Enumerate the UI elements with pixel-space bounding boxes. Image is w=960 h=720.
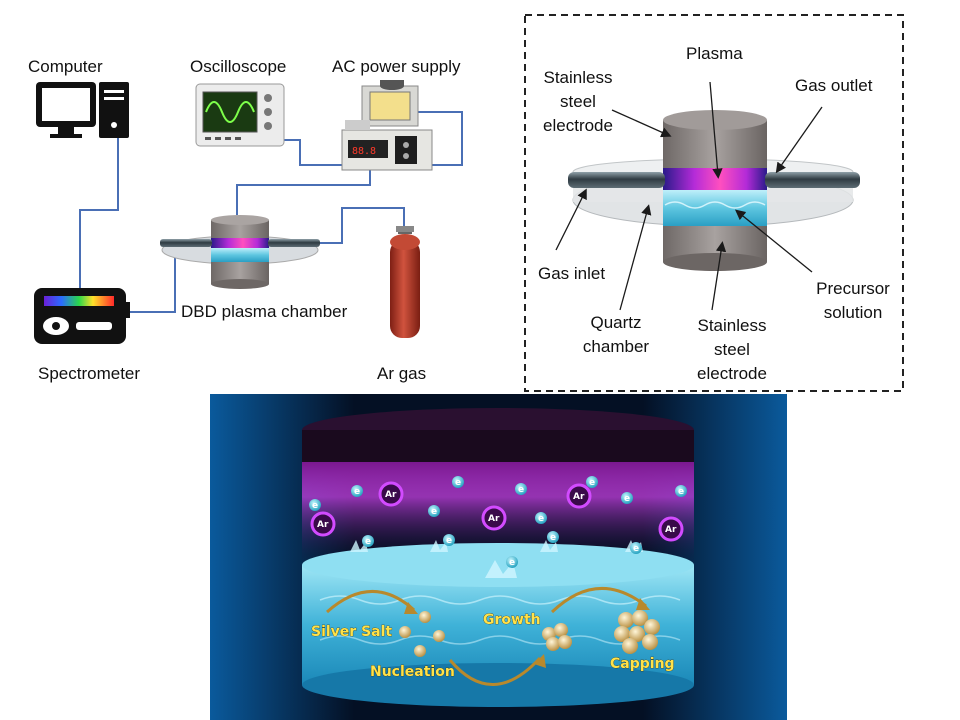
svg-text:88.8: 88.8	[352, 146, 376, 157]
ac-power-supply-label: AC power supply	[332, 57, 461, 76]
e-label-2: e	[354, 487, 360, 497]
e-label-5: e	[518, 485, 524, 495]
gas-inlet-label: Gas inlet	[538, 264, 606, 283]
e-label-9: e	[678, 487, 684, 497]
stainless-top-line-3: electrode	[543, 116, 613, 135]
detail-frame	[524, 14, 904, 392]
stainless-top-line-2: steel	[560, 92, 596, 111]
ar-gas-label: Ar gas	[377, 364, 427, 383]
computer-icon	[36, 82, 129, 138]
spectrometer-label: Spectrometer	[38, 364, 141, 383]
oscilloscope-icon	[195, 83, 285, 147]
e-label-8: e	[624, 494, 630, 504]
arrow-salt-to-nucleation	[326, 590, 416, 614]
electron-labels: e e e e e e e e e e e e e e	[312, 478, 684, 568]
dbd-plasma-chamber-icon	[160, 215, 320, 289]
e-label-11: e	[446, 536, 452, 546]
spectrometer-icon	[34, 288, 130, 344]
ar-label-5: Ar	[665, 525, 677, 535]
step-capping: Capping	[610, 656, 675, 672]
quartz-line-1: Quartz	[590, 313, 642, 332]
wires	[79, 111, 463, 313]
ion-labels: Ar Ar Ar Ar Ar	[317, 490, 677, 535]
stainless-bottom-line-3: electrode	[697, 364, 767, 383]
stainless-bottom-line-1: Stainless	[697, 316, 767, 335]
ar-gas-cylinder-icon	[390, 226, 420, 338]
mechanism-illustration	[210, 394, 787, 720]
e-label-3: e	[312, 501, 318, 511]
quartz-label: Quartz chamber	[578, 311, 654, 359]
e-label-10: e	[365, 537, 371, 547]
gas-outlet-label: Gas outlet	[795, 76, 873, 95]
ar-label-2: Ar	[317, 520, 329, 530]
stainless-top-line-1: Stainless	[543, 68, 613, 87]
step-silver-salt: Silver Salt	[311, 624, 392, 640]
precursor-label: Precursor solution	[808, 277, 898, 325]
e-label-12: e	[550, 533, 556, 543]
ac-power-supply-icon: 88.8	[341, 80, 433, 171]
e-label-7: e	[589, 478, 595, 488]
arrow-nucleation-to-growth	[448, 656, 542, 686]
ar-label-1: Ar	[385, 490, 397, 500]
e-label-4: e	[431, 507, 437, 517]
step-nucleation: Nucleation	[370, 664, 455, 680]
e-label-13: e	[633, 544, 639, 554]
oscilloscope-label: Oscilloscope	[190, 57, 287, 76]
arrow-growth-to-capping	[550, 586, 647, 614]
precursor-line-1: Precursor	[816, 279, 890, 298]
e-label-6: e	[538, 514, 544, 524]
dbd-chamber-label: DBD plasma chamber	[181, 302, 348, 321]
electron-markers	[309, 476, 687, 568]
precursor-line-2: solution	[823, 303, 883, 322]
e-label-1: e	[455, 478, 461, 488]
quartz-line-2: chamber	[582, 337, 650, 356]
ar-label-4: Ar	[573, 492, 585, 502]
ar-label-3: Ar	[488, 514, 500, 524]
plasma-label: Plasma	[686, 44, 743, 63]
ar-ion-markers	[310, 481, 684, 542]
leader-lines	[555, 81, 823, 311]
computer-label: Computer	[28, 57, 103, 76]
silver-particles	[399, 610, 660, 657]
stainless-bottom-label: Stainless steel electrode	[692, 314, 772, 386]
e-label-14: e	[509, 558, 515, 568]
step-growth: Growth	[483, 612, 541, 628]
stainless-top-label: Stainless steel electrode	[540, 66, 616, 138]
stainless-bottom-line-2: steel	[714, 340, 750, 359]
